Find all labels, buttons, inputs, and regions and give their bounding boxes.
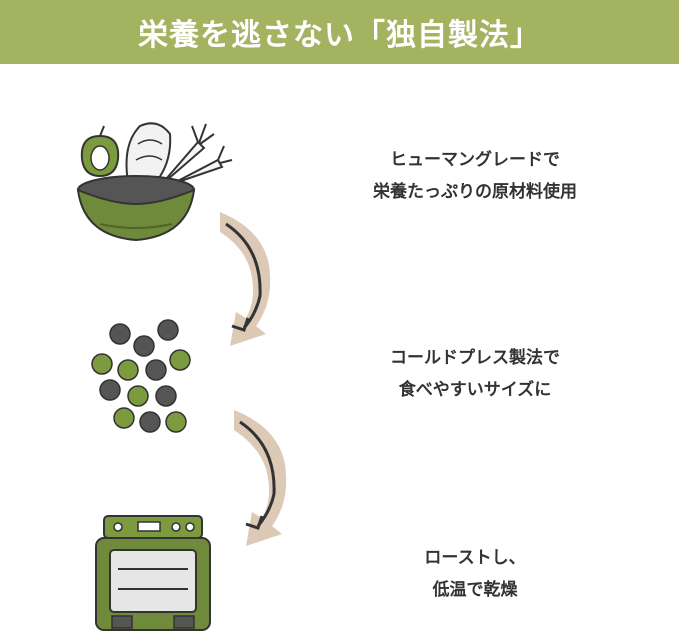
page-title: 栄養を逃さない「独自製法」 <box>138 18 541 53</box>
apple-icon <box>80 125 120 178</box>
step-3-line1: ローストし、 <box>424 548 526 568</box>
step-2-text: コールドプレス製法で 食べやすいサイズに <box>330 342 620 406</box>
cabbage-icon <box>125 122 172 183</box>
ingredients-bowl-icon <box>76 122 233 242</box>
step-3-line2: 低温で乾燥 <box>432 580 518 600</box>
carrot-icon <box>159 123 233 187</box>
oven-icon <box>95 515 211 631</box>
down-arrow-icon <box>220 212 271 346</box>
step-2-line2: 食べやすいサイズに <box>398 380 552 400</box>
step-1-text: ヒューマングレードで 栄養たっぷりの原材料使用 <box>330 144 620 208</box>
down-arrow-icon <box>234 410 287 546</box>
step-2-line1: コールドプレス製法で <box>390 348 560 368</box>
kibble-pellets-icon <box>91 319 191 433</box>
header-banner: 栄養を逃さない「独自製法」 <box>0 0 679 64</box>
process-illustration <box>76 122 287 631</box>
step-1-line1: ヒューマングレードで <box>390 150 560 170</box>
bowl-icon <box>76 175 196 242</box>
step-1-line2: 栄養たっぷりの原材料使用 <box>373 182 577 202</box>
step-3-text: ローストし、 低温で乾燥 <box>330 542 620 606</box>
